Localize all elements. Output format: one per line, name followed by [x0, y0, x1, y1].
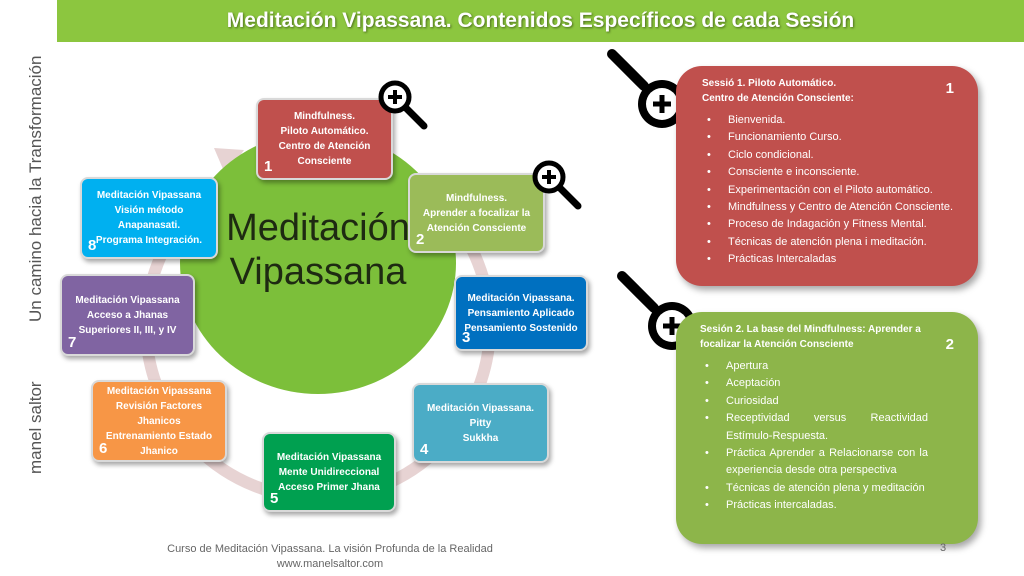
session-1-line-4: Consciente	[297, 156, 352, 167]
session-1-line-1: Mindfulness.	[293, 111, 356, 122]
session-5-line-1: Meditación Vipassana	[276, 451, 382, 463]
session-3-line-3: Pensamiento Sostenido	[464, 322, 578, 334]
session-box-5[interactable]: Meditación Vipassana Mente Unidirecciona…	[262, 432, 396, 512]
session-box-7[interactable]: Meditación Vipassana Acceso a Jhanas Sup…	[60, 274, 195, 356]
session-8-line-1: Meditación Vipassana	[96, 190, 202, 201]
panel-1-number: 1	[945, 80, 954, 97]
zoom-in-icon[interactable]	[376, 78, 430, 132]
session-8-line-2: Visión método	[114, 205, 184, 216]
session-7-line-1: Meditación Vipassana	[75, 294, 180, 306]
list-item: Ciclo condicional.	[702, 147, 958, 165]
session-7-number: 7	[68, 334, 77, 351]
list-item: Curiosidad	[700, 393, 928, 411]
list-item: Proceso de Indagación y Fitness Mental.	[702, 216, 958, 234]
list-item: Apertura	[700, 358, 928, 376]
session-box-3[interactable]: Meditación Vipassana. Pensamiento Aplica…	[454, 275, 588, 351]
session-4-line-3: Sukkha	[462, 432, 499, 444]
session-box-4[interactable]: Meditación Vipassana. Pitty Sukkha 4	[412, 383, 549, 463]
session-2-line-1: Mindfulness.	[445, 192, 508, 204]
panel-1-list: Bienvenida. Funcionamiento Curso. Ciclo …	[702, 112, 958, 269]
session-5-line-3: Acceso Primer Jhana	[278, 481, 380, 493]
session-1-line-2: Piloto Automático.	[280, 126, 369, 137]
zoom-in-icon[interactable]	[530, 158, 584, 212]
list-item: Técnicas de atención plena i meditación.	[702, 234, 958, 252]
list-item: Prácticas intercaladas.	[700, 497, 928, 515]
session-2-line-2: Aprender a focalizar la	[422, 207, 531, 219]
session-6-line-3: Jhanicos	[137, 415, 181, 427]
list-item: Consciente e inconsciente.	[702, 164, 958, 182]
center-label-line1: Meditación	[226, 207, 410, 249]
session-8-line-4: Programa Integración.	[95, 235, 203, 246]
center-label: Meditación Vipassana	[180, 206, 456, 294]
session-7-line-2: Acceso a Jhanas	[86, 309, 169, 321]
session-6-line-4: Entrenamiento Estado	[105, 430, 213, 442]
session-2-number: 2	[416, 231, 425, 248]
session-4-line-1: Meditación Vipassana.	[426, 402, 535, 414]
session-5-number: 5	[270, 490, 279, 507]
session-1-detail-panel: Sessió 1. Piloto Automático. Centro de A…	[676, 66, 978, 286]
zoom-in-icon[interactable]	[604, 46, 694, 136]
session-2-line-3: Atención Consciente	[426, 222, 527, 234]
session-1-number: 1	[264, 158, 273, 175]
list-item: Bienvenida.	[702, 112, 958, 130]
panel-2-list: Apertura Aceptación Curiosidad Receptivi…	[700, 358, 928, 515]
session-4-line-2: Pitty	[469, 417, 492, 429]
session-4-number: 4	[420, 441, 429, 458]
footer-link[interactable]: www.manelsaltor.com	[276, 558, 384, 570]
session-8-number: 8	[88, 237, 97, 254]
session-6-line-5: Jhanico	[140, 445, 178, 457]
session-box-6[interactable]: Meditación Vipassana Revisión Factores J…	[91, 380, 227, 462]
title-bar: Meditación Vipassana. Contenidos Específ…	[57, 0, 1024, 42]
center-label-line2: Vipassana	[229, 251, 407, 293]
session-3-line-1: Meditación Vipassana.	[467, 292, 575, 304]
session-box-1[interactable]: Mindfulness. Piloto Automático. Centro d…	[256, 98, 393, 180]
panel-1-heading-2: Centro de Atención Consciente:	[702, 93, 854, 104]
list-item: Prácticas Intercaladas	[702, 251, 958, 269]
list-item: Experimentación con el Piloto automático…	[702, 182, 958, 200]
page-number: 3	[940, 542, 947, 554]
session-3-line-2: Pensamiento Aplicado	[467, 307, 575, 319]
panel-2-heading-1: Sesión 2. La base del Mindfulness: Apren…	[700, 324, 921, 335]
session-3-number: 3	[462, 329, 471, 346]
session-2-detail-panel: Sesión 2. La base del Mindfulness: Apren…	[676, 312, 978, 544]
session-5-line-2: Mente Unidireccional	[278, 466, 380, 478]
footer-line-1: Curso de Meditación Vipassana. La visión…	[167, 543, 493, 555]
page-title: Meditación Vipassana. Contenidos Específ…	[226, 9, 855, 32]
session-box-2[interactable]: Mindfulness. Aprender a focalizar la Ate…	[408, 173, 545, 253]
list-item: Funcionamiento Curso.	[702, 129, 958, 147]
list-item: Aceptación	[700, 375, 928, 393]
panel-1-heading-1: Sessió 1. Piloto Automático.	[702, 78, 837, 89]
panel-2-heading-2: focalizar la Atención Consciente	[700, 339, 854, 350]
list-item: Práctica Aprender a Relacionarse con la …	[700, 445, 928, 480]
session-6-number: 6	[99, 440, 108, 457]
session-7-line-3: Superiores II, III, y IV	[78, 324, 177, 336]
footer: Curso de Meditación Vipassana. La visión…	[110, 542, 550, 572]
list-item: Técnicas de atención plena y meditación	[700, 480, 928, 498]
panel-2-number: 2	[945, 336, 954, 353]
session-8-line-3: Anapanasati.	[117, 220, 181, 231]
session-6-line-1: Meditación Vipassana	[106, 385, 212, 397]
session-6-line-2: Revisión Factores	[115, 400, 203, 412]
list-item: Mindfulness y Centro de Atención Conscie…	[702, 199, 958, 217]
session-box-8[interactable]: Meditación Vipassana Visión método Anapa…	[80, 177, 218, 259]
session-1-line-3: Centro de Atención	[278, 141, 371, 152]
list-item: Receptividad versus Reactividad Estímulo…	[700, 410, 928, 445]
